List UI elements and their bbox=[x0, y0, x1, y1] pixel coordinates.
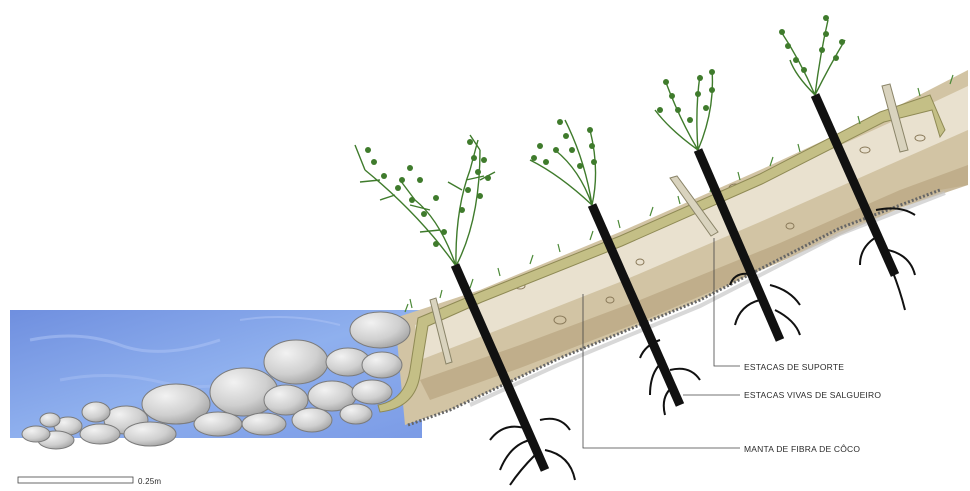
scale-bar-label: 0.25m bbox=[138, 477, 161, 486]
scale-bar bbox=[18, 477, 133, 483]
label-support-stakes: ESTACAS DE SUPORTE bbox=[744, 362, 844, 372]
label-coir-blanket: MANTA DE FIBRA DE CÔCO bbox=[744, 444, 860, 454]
leaf-icon bbox=[355, 135, 495, 266]
label-live-willow-stakes: ESTACAS VIVAS DE SALGUEIRO bbox=[744, 390, 881, 400]
